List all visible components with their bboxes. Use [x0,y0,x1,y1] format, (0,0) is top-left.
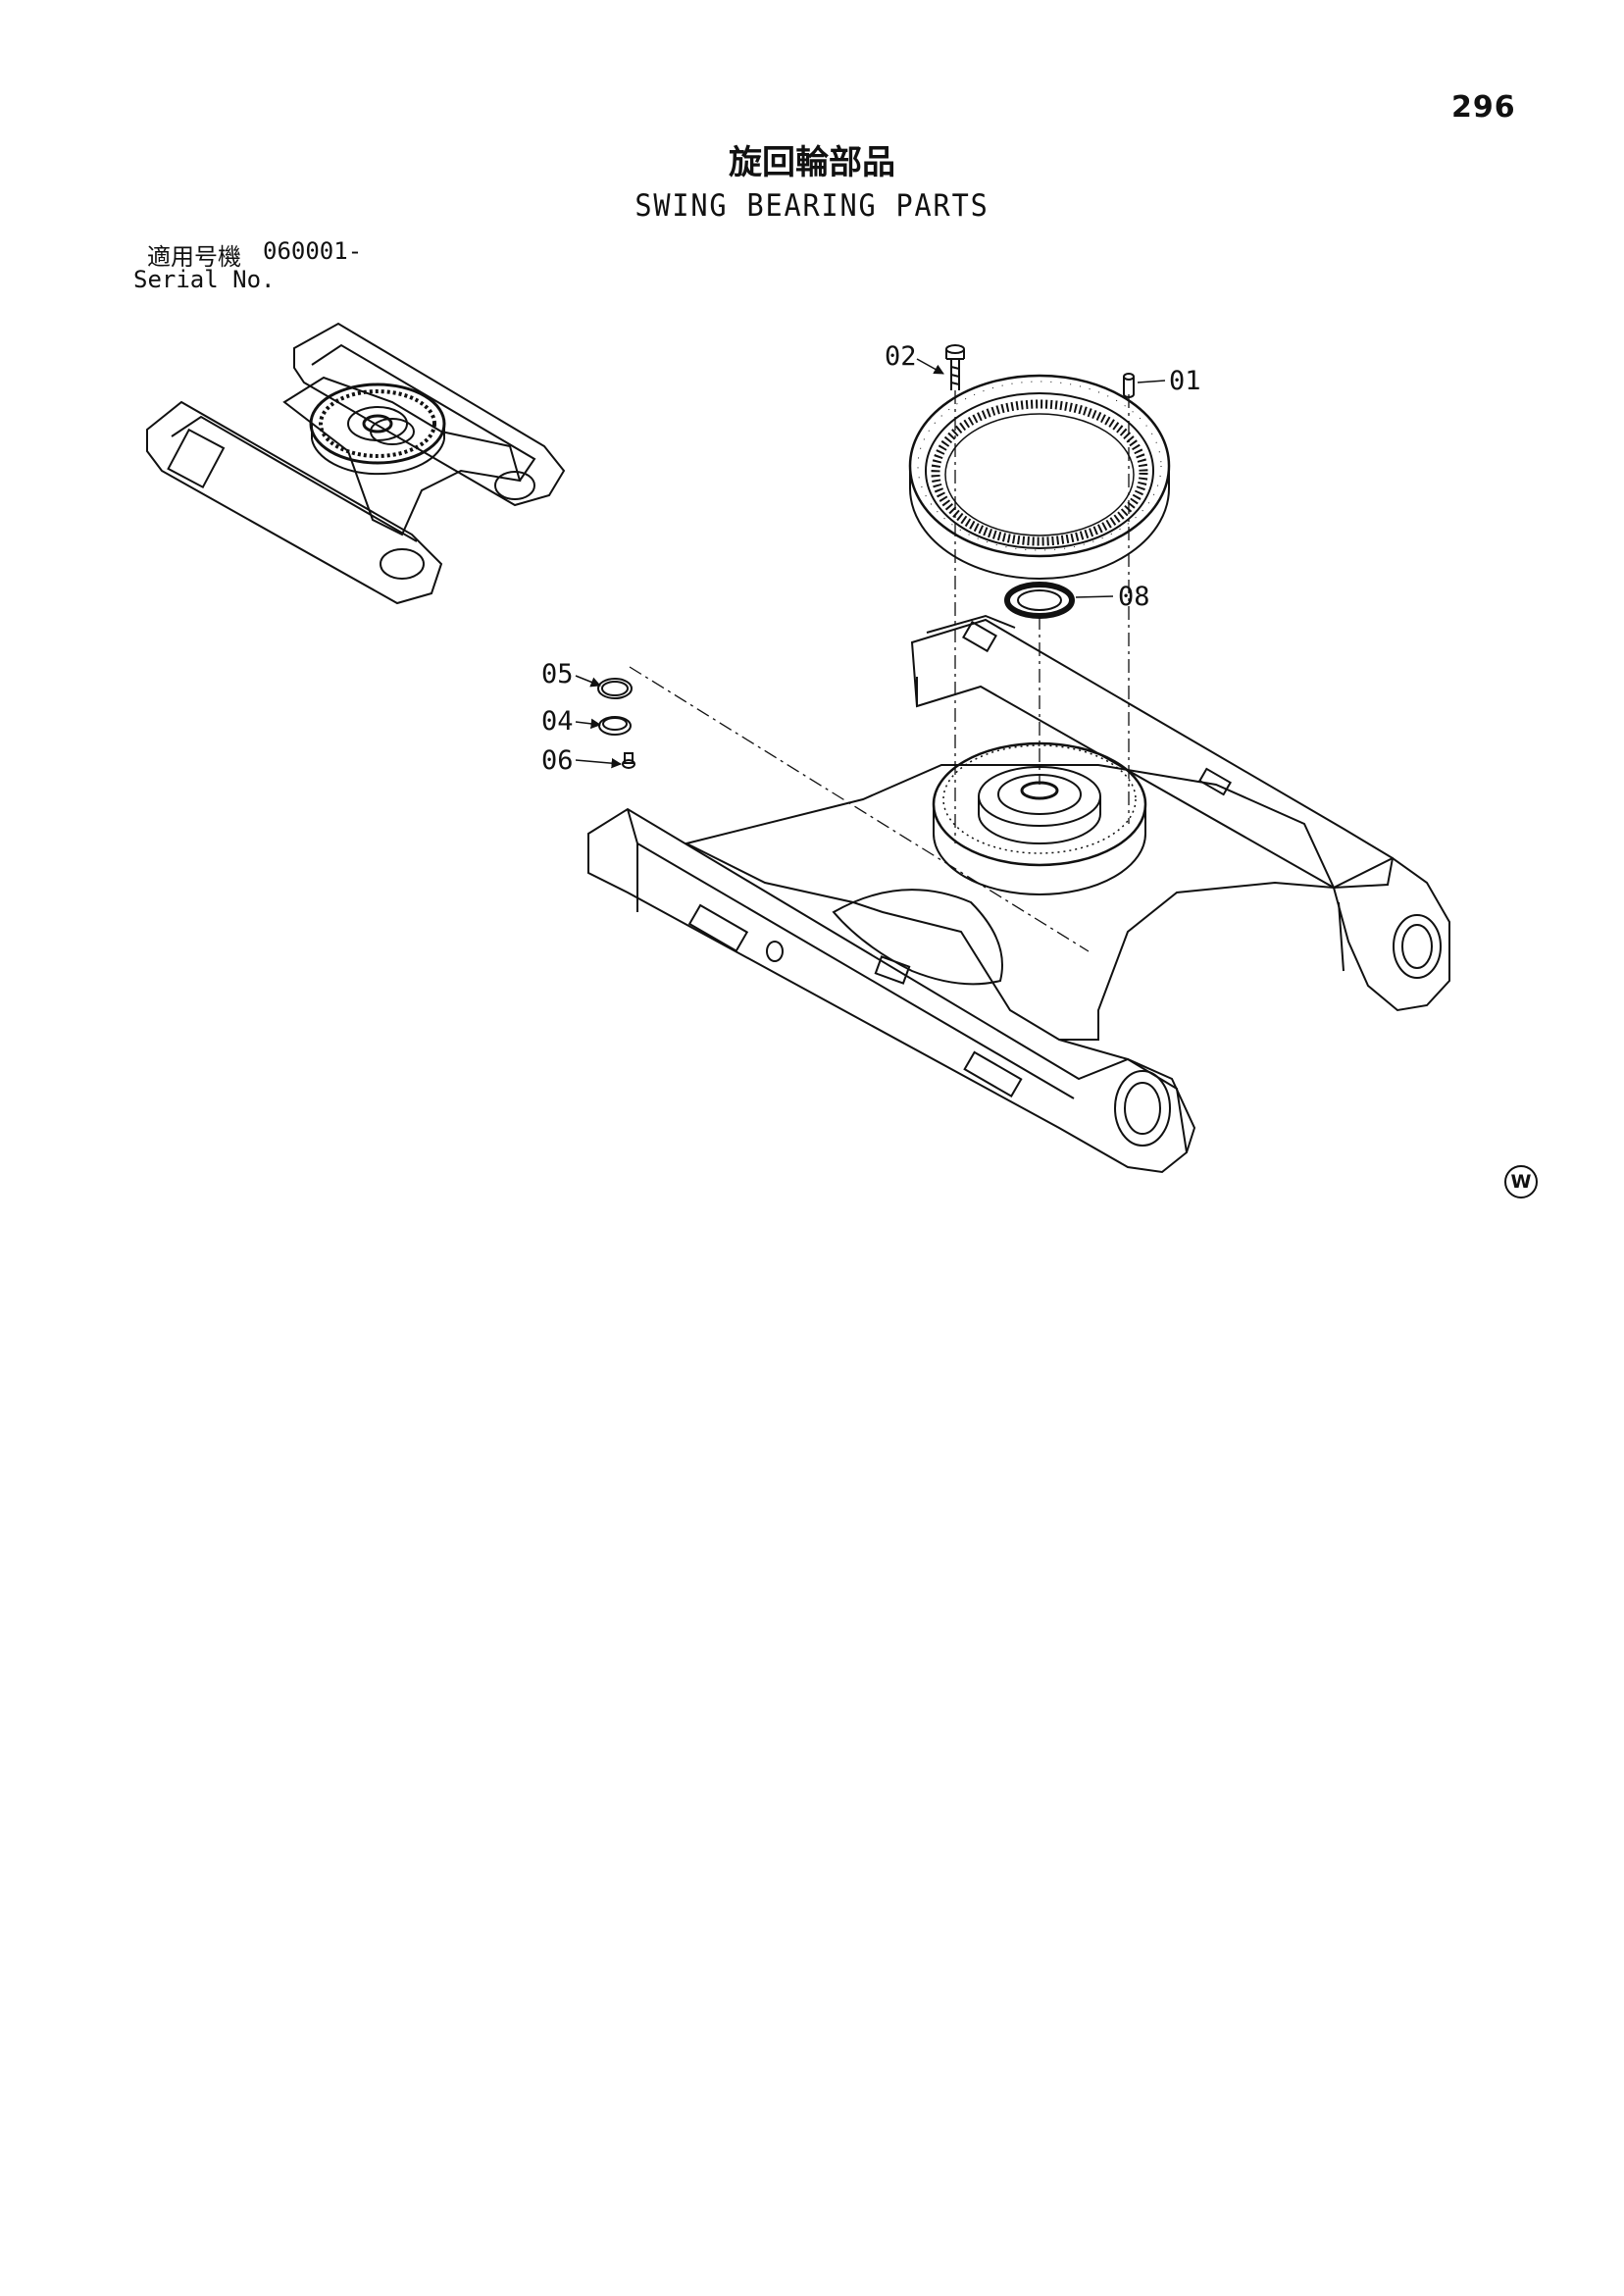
callout-02: 02 [885,341,917,372]
callout-04: 04 [541,706,574,737]
swing-bearing-ring [908,374,1171,580]
cover-plate-part-05 [597,678,633,699]
page-title-japanese: 旋回輪部品 [729,143,895,182]
page-number: 296 [1451,90,1516,125]
serial-label-japanese: 適用号機 [147,243,241,271]
page-title-english: SWING BEARING PARTS [634,188,990,224]
callout-08: 08 [1118,582,1150,612]
undercarriage-center-frame [587,614,1450,1174]
callout-06: 06 [541,745,574,776]
shim-part-04 [598,716,632,736]
bolt-part-06 [622,752,635,769]
overview-undercarriage-sketch [146,322,566,605]
w-symbol-mark: W [1504,1165,1538,1199]
serial-number-value: 060001- [263,237,363,265]
seal-ring-part-08 [1004,582,1075,619]
serial-label-english: Serial No. [133,266,276,293]
callout-leaders [575,358,1166,769]
pin-part-01 [1123,373,1135,398]
callout-01: 01 [1169,366,1201,396]
alignment-lines [629,390,1130,952]
callout-05: 05 [541,659,574,689]
bolt-part-02 [945,344,965,390]
